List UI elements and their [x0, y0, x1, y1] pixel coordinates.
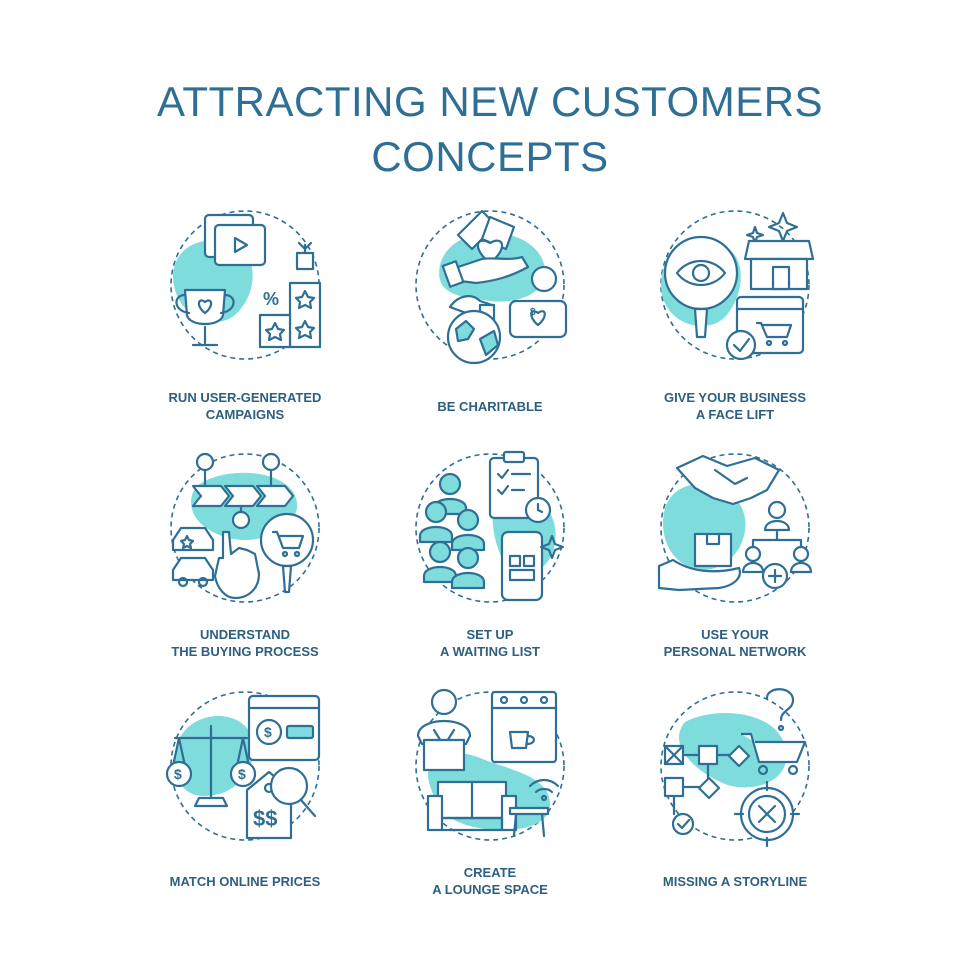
- user-generated-campaigns-icon: %: [170, 210, 322, 360]
- lounge-space-icon: [415, 688, 565, 841]
- business-face-lift-icon: [660, 210, 815, 361]
- concept-label: BE CHARITABLE: [437, 399, 543, 414]
- storyline-icon: [660, 688, 810, 848]
- svg-text:$: $: [264, 724, 272, 740]
- concept-card-storyline: MISSING A STORYLINE: [615, 686, 855, 926]
- concept-label: MATCH ONLINE PRICES: [169, 874, 321, 889]
- concept-card-charitable: $ BE CHARITABLE: [370, 205, 610, 445]
- online-prices-icon: $ $ $ $$: [165, 691, 321, 841]
- svg-text:$: $: [238, 766, 246, 782]
- page-title-line2: CONCEPTS: [371, 133, 609, 180]
- waiting-list-icon: [415, 450, 565, 603]
- concept-card-online-prices: $ $ $ $$ MATCH ONLINE PRICES: [125, 686, 365, 926]
- concept-label: MISSING A STORYLINE: [662, 874, 808, 889]
- page-title-line1: ATTRACTING NEW CUSTOMERS: [156, 78, 824, 125]
- svg-text:$$: $$: [253, 806, 277, 831]
- svg-text:$: $: [530, 307, 536, 318]
- svg-text:%: %: [263, 289, 279, 309]
- charity-icon: $: [415, 209, 568, 365]
- buying-process-icon: [170, 452, 320, 603]
- svg-text:$: $: [174, 766, 182, 782]
- personal-network-icon: [657, 453, 813, 603]
